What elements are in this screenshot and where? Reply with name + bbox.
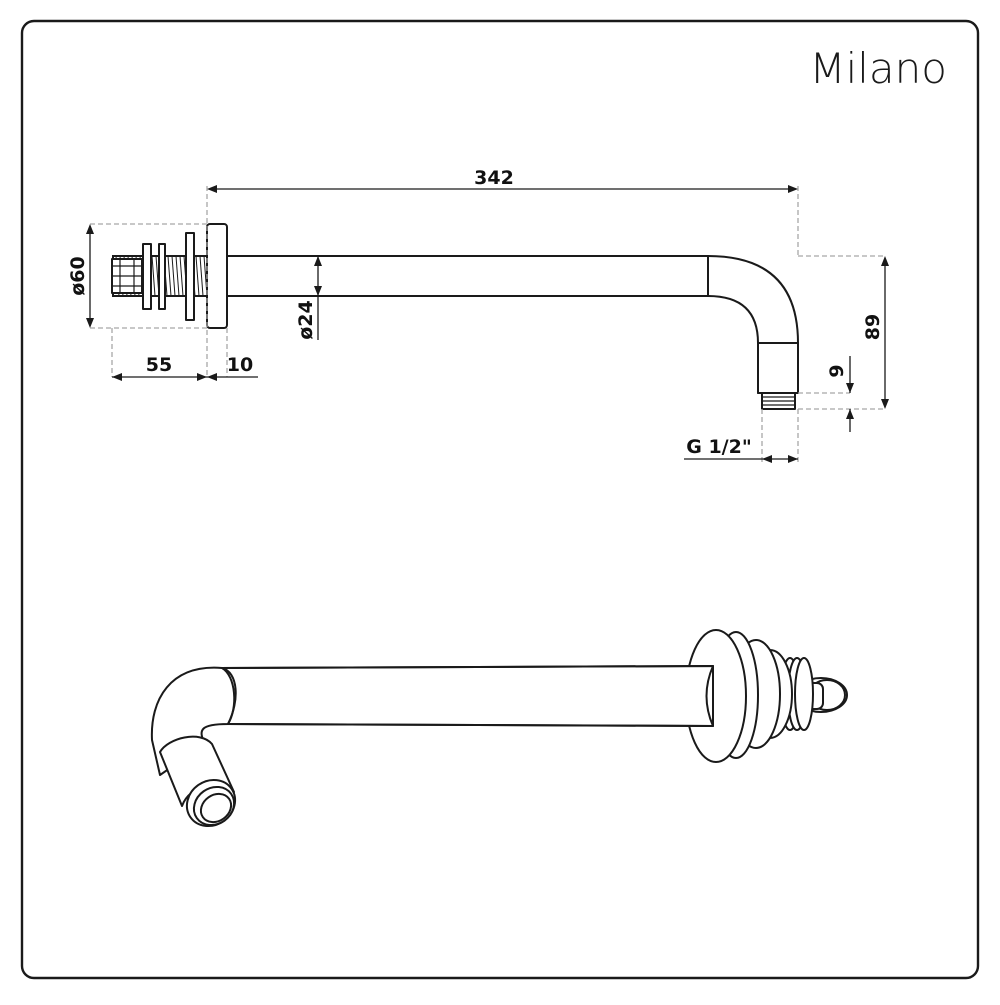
thread-hatch-line bbox=[167, 255, 172, 297]
shower-arm-bend bbox=[707, 255, 799, 394]
thread-hatch-line bbox=[199, 255, 204, 297]
perspective-flange bbox=[685, 629, 793, 763]
perspective-outlet bbox=[159, 735, 237, 828]
label-thread-depth: 9 bbox=[826, 364, 848, 377]
dimension-arm-diameter: ø24 bbox=[295, 256, 322, 340]
shower-arm-straight bbox=[226, 255, 709, 297]
thread-hatch-line bbox=[179, 255, 184, 297]
sheet-frame bbox=[20, 19, 980, 980]
dimension-outlet-thread: G 1/2" bbox=[684, 436, 798, 463]
thread-hatch-line bbox=[175, 255, 180, 297]
extension-lines bbox=[90, 186, 885, 462]
label-thread-length: 55 bbox=[146, 354, 172, 376]
dimension-drop-height: 89 bbox=[862, 256, 889, 409]
outlet-thread bbox=[761, 392, 796, 410]
perspective-arm-straight bbox=[219, 665, 714, 727]
thread-hatch-line bbox=[171, 255, 176, 297]
connector-ridge bbox=[794, 657, 814, 731]
dimension-thread-depth: 9 bbox=[826, 356, 854, 432]
brand-logo: Milano bbox=[809, 44, 947, 93]
label-outlet-thread: G 1/2" bbox=[686, 436, 752, 458]
wall-flange bbox=[206, 223, 228, 329]
dimension-thread-length: 55 bbox=[112, 354, 207, 381]
label-flange-diameter: ø60 bbox=[67, 256, 89, 296]
label-flange-thickness: 10 bbox=[227, 354, 253, 376]
perspective-view bbox=[150, 629, 848, 828]
dimension-flange-thickness: 10 bbox=[207, 354, 258, 381]
thread-hatch-line bbox=[151, 255, 156, 297]
dimension-overall-length: 342 bbox=[207, 167, 798, 193]
label-overall-length: 342 bbox=[474, 167, 514, 189]
side-view: 342 ø60 ø24 55 10 bbox=[67, 167, 889, 463]
dimension-flange-diameter: ø60 bbox=[67, 224, 94, 328]
thread-hatch-line bbox=[195, 255, 200, 297]
wall-connector-thread bbox=[111, 232, 208, 321]
label-arm-diameter: ø24 bbox=[295, 300, 317, 340]
label-drop-height: 89 bbox=[862, 314, 884, 340]
